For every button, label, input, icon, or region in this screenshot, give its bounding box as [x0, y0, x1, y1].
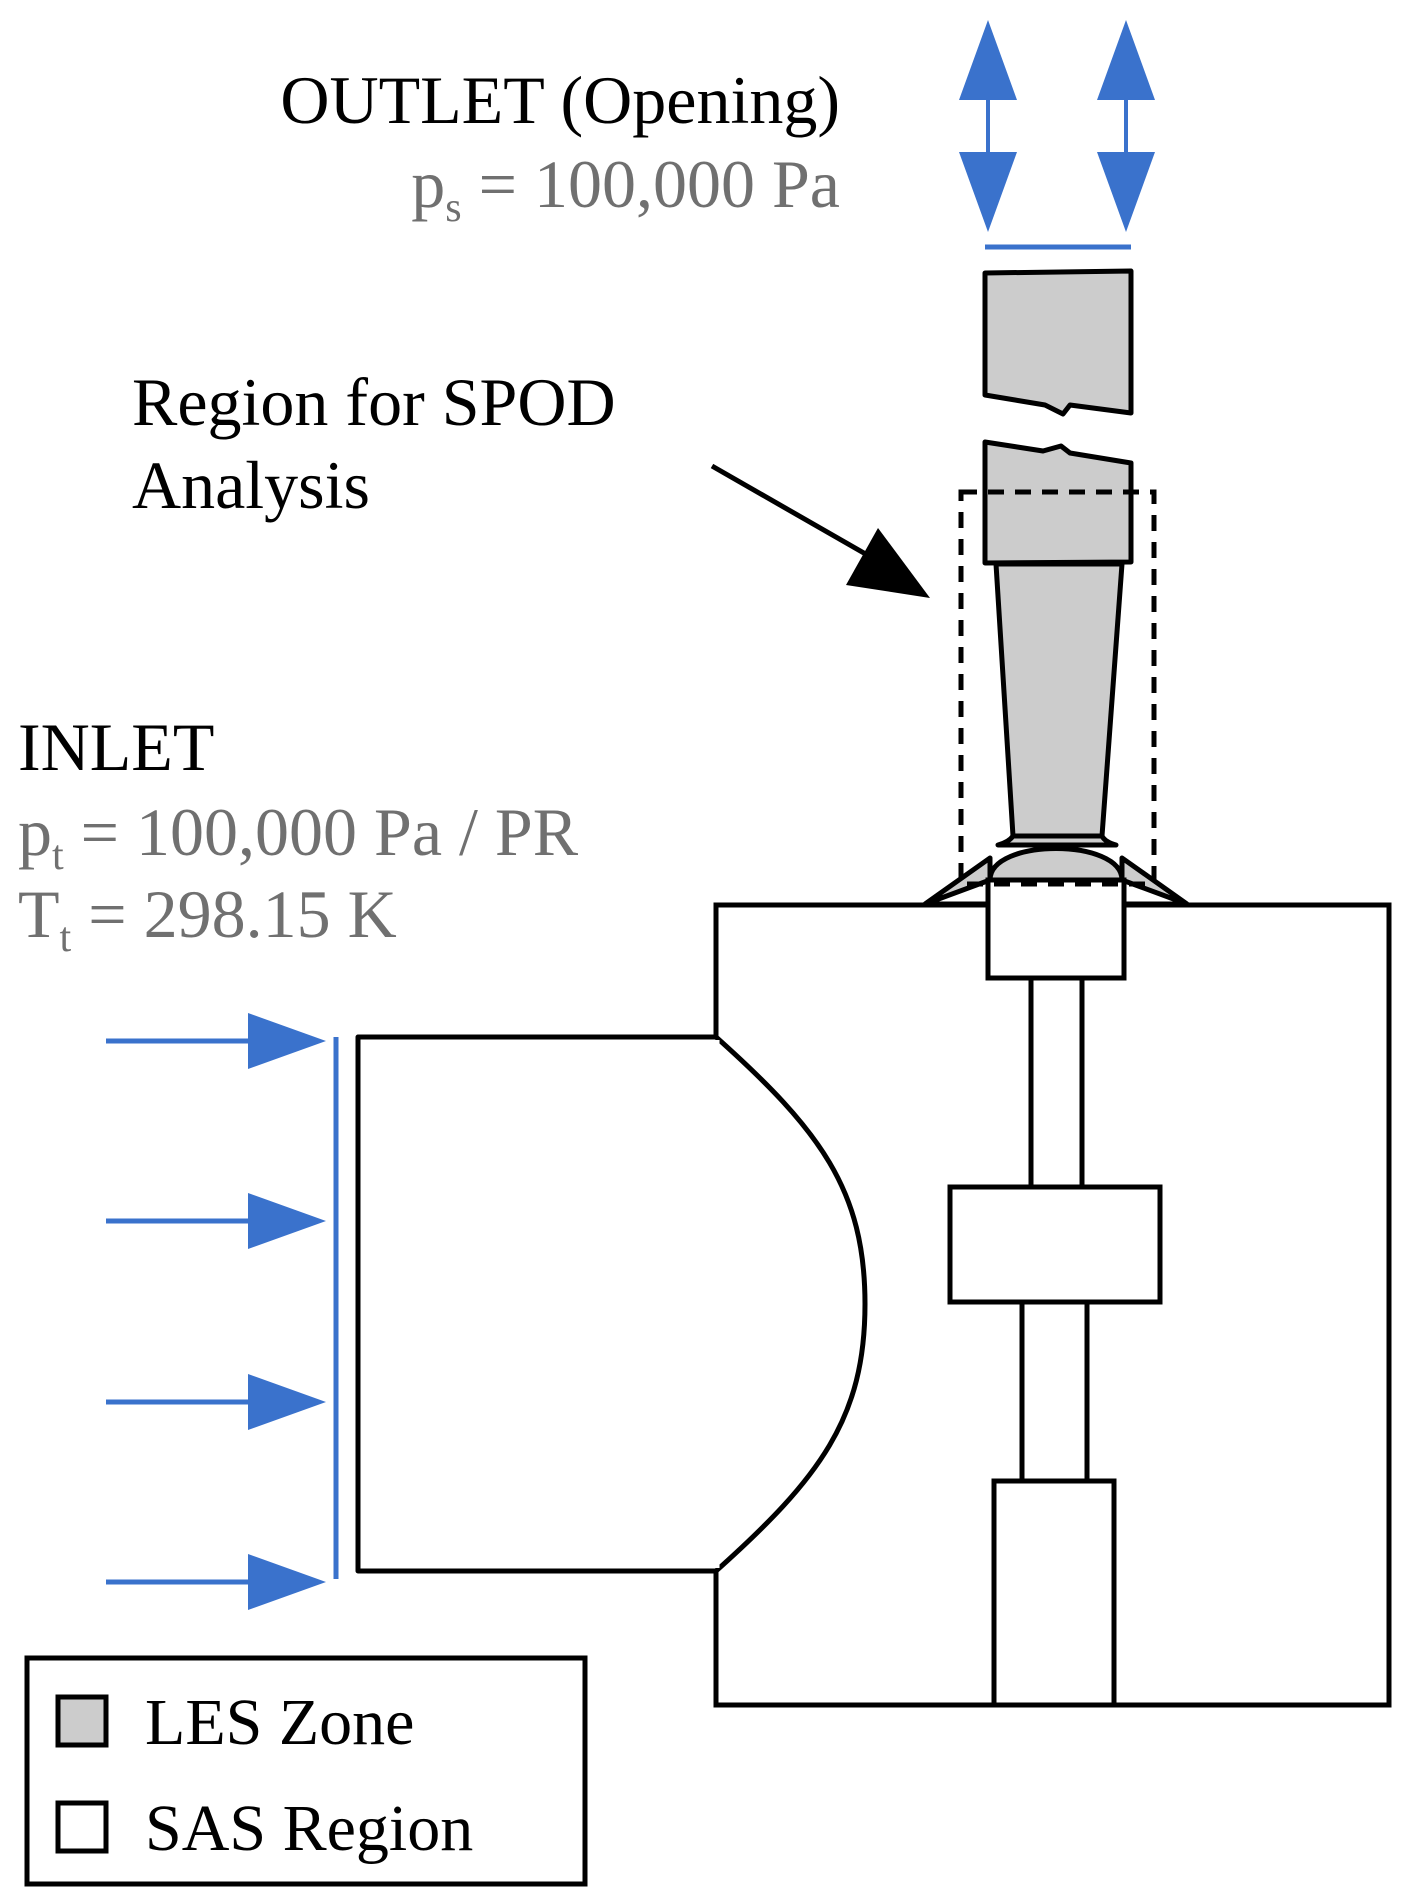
legend-sas-label: SAS Region [145, 1792, 473, 1865]
inlet-temperature-value: = 298.15 K [71, 876, 396, 952]
sas-valve-head [985, 877, 1127, 981]
inlet-temperature: Tt = 298.15 K [18, 876, 397, 961]
legend-les-label: LES Zone [145, 1686, 414, 1759]
inlet-flow-arrow-1 [106, 1013, 326, 1069]
inlet-pressure-subscript: t [52, 833, 64, 879]
legend-les-swatch [55, 1694, 109, 1748]
sas-base-block [991, 1478, 1117, 1708]
inlet-pressure-value: = 100,000 Pa / PR [64, 794, 579, 870]
les-outlet-pipe-upper [982, 268, 1134, 417]
inlet-flow-arrow-2 [106, 1193, 326, 1249]
inlet-title: INLET [18, 709, 214, 785]
sas-guide-block [947, 1184, 1163, 1305]
inlet-pressure: pt = 100,000 Pa / PR [18, 794, 579, 879]
inlet-flow-arrow-4 [106, 1554, 326, 1610]
outlet-bidirectional-arrow-left [959, 20, 1017, 232]
legend-box [24, 1655, 588, 1887]
les-nozzle-neck [995, 833, 1119, 848]
inlet-temperature-symbol: T [18, 876, 60, 952]
outlet-pressure-value: = 100,000 Pa [462, 146, 840, 222]
inlet-temperature-subscript: t [60, 915, 72, 961]
spod-pointer-arrow [710, 463, 930, 598]
inlet-flow-arrow-3 [106, 1374, 326, 1430]
outlet-pressure-subscript: s [445, 185, 461, 231]
les-left-fan [922, 855, 993, 907]
outlet-bidirectional-arrow-right [1097, 20, 1155, 232]
inlet-pressure-symbol: p [18, 794, 52, 870]
sas-upper-stem [1028, 975, 1085, 1190]
outlet-pressure: ps = 100,000 Pa [411, 146, 840, 231]
spod-region-box [958, 489, 1157, 887]
spod-label-line2: Analysis [132, 447, 370, 523]
les-bulb [987, 846, 1125, 883]
sas-lower-stem [1019, 1299, 1090, 1484]
les-outlet-pipe-lower [982, 439, 1134, 566]
spod-label-line1: Region for SPOD [132, 364, 616, 440]
outlet-pressure-symbol: p [411, 146, 445, 222]
sas-inlet-block [355, 1034, 868, 1574]
outlet-title: OUTLET (Opening) [280, 62, 840, 138]
legend-sas-swatch [55, 1800, 109, 1854]
les-tapered-pipe [993, 561, 1125, 839]
